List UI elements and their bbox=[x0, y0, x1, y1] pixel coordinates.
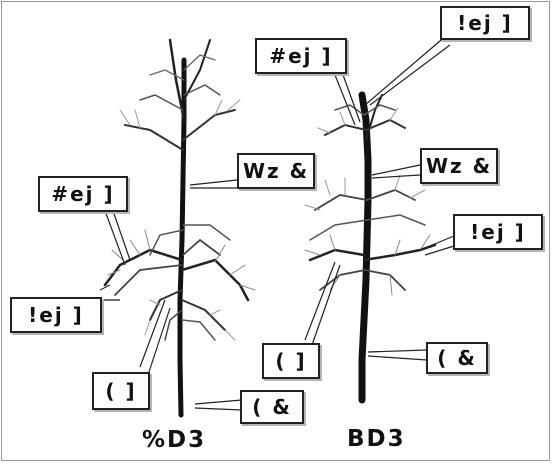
callout-right-mid-leaf-text: !ej ] bbox=[470, 220, 526, 244]
callout-right-mid-leaf: !ej ] bbox=[453, 214, 543, 250]
left-leader-lines bbox=[99, 179, 243, 411]
leader-left-stem-upper bbox=[189, 179, 238, 189]
callout-left-lower-leaf-text: !ej ] bbox=[28, 303, 84, 327]
right-plant-drawing bbox=[304, 91, 437, 404]
callout-left-upper-leaf-text: #ej ] bbox=[51, 182, 115, 206]
caption-left-plant: %D3 bbox=[142, 427, 207, 453]
callout-left-upper-leaf: #ej ] bbox=[38, 176, 128, 212]
callout-left-stem-base-text: ( & bbox=[252, 395, 292, 419]
callout-right-stem-upper: Wz & bbox=[420, 148, 498, 184]
leader-right-stem-base bbox=[367, 349, 428, 361]
leader-left-lower-leaf bbox=[99, 284, 120, 301]
leader-right-stem-upper bbox=[371, 164, 421, 179]
callout-left-root-text: ( ] bbox=[105, 379, 137, 403]
callout-left-root: ( ] bbox=[92, 372, 150, 410]
callout-right-upper-leaf-right-text: !ej ] bbox=[457, 11, 513, 35]
callout-right-stem-base-text: ( & bbox=[437, 346, 477, 370]
leader-left-root bbox=[139, 299, 171, 376]
right-leader-lines bbox=[304, 34, 455, 361]
callout-right-root: ( ] bbox=[262, 343, 320, 379]
callout-right-stem-upper-text: Wz & bbox=[425, 154, 493, 178]
callout-left-stem-upper-text: Wz & bbox=[242, 159, 310, 183]
caption-right-plant: BD3 bbox=[347, 426, 406, 452]
callout-left-lower-leaf: !ej ] bbox=[10, 297, 102, 333]
leader-left-upper-leaf bbox=[103, 207, 131, 266]
leader-right-mid-leaf bbox=[419, 235, 455, 256]
callout-right-upper-leaf-left: #ej ] bbox=[255, 38, 347, 74]
leader-left-stem-base bbox=[194, 399, 243, 411]
left-plant-drawing bbox=[103, 38, 256, 418]
callout-right-upper-leaf-right: !ej ] bbox=[440, 6, 530, 40]
callout-right-stem-base: ( & bbox=[426, 342, 488, 374]
callout-right-root-text: ( ] bbox=[275, 349, 307, 373]
callout-left-stem-base: ( & bbox=[240, 390, 304, 424]
leader-right-upper-leaf-right bbox=[364, 34, 451, 106]
leader-right-root bbox=[304, 261, 341, 346]
callout-right-upper-leaf-left-text: #ej ] bbox=[269, 44, 333, 68]
leader-right-upper-leaf-left bbox=[334, 71, 361, 126]
callout-left-stem-upper: Wz & bbox=[237, 153, 315, 189]
